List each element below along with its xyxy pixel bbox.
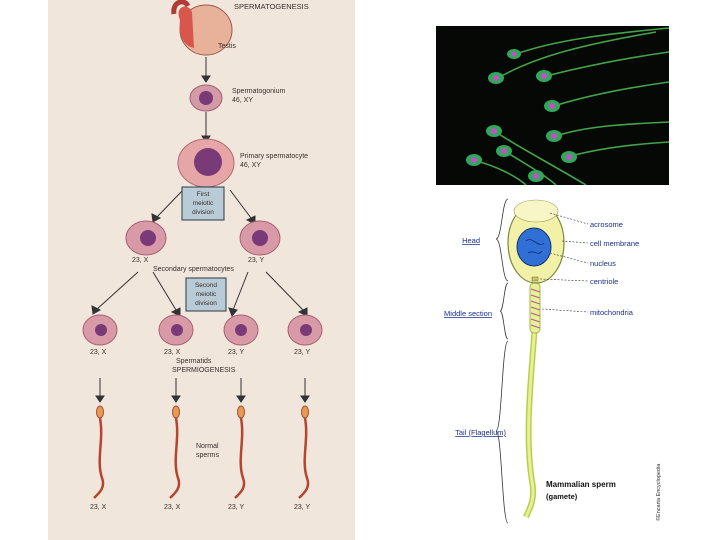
label-nucleus: nucleus xyxy=(590,259,616,268)
label-spermatid-2: 23, X xyxy=(164,349,181,356)
sperm-head xyxy=(528,170,544,182)
label-testis: Testis xyxy=(218,43,236,50)
label-sperm-4: 23, Y xyxy=(294,504,311,511)
label-spermatid-3: 23, Y xyxy=(228,349,245,356)
spermatogenesis-diagram: SPERMATOGENESIS Testis Spermatogonium 46… xyxy=(48,0,355,540)
mature-sperm xyxy=(93,405,105,499)
label-primary-karyotype: 46, XY xyxy=(240,162,261,169)
label-primary-spermatocyte: Primary spermatocyte xyxy=(240,153,308,160)
mature-sperm xyxy=(298,405,310,499)
sperm-nucleus xyxy=(516,227,552,267)
label-spermiogenesis: SPERMIOGENESIS xyxy=(172,367,236,374)
label-spermatogonium-karyotype: 46, XY xyxy=(232,97,253,104)
svg-text:meiotic: meiotic xyxy=(193,200,214,207)
label-secondary-y: 23, Y xyxy=(248,257,265,264)
label-spermatid-4: 23, Y xyxy=(294,349,311,356)
label-acrosome: acrosome xyxy=(590,220,623,229)
sperm-head xyxy=(486,125,502,137)
svg-text:division: division xyxy=(195,300,217,307)
spermatid-cell xyxy=(223,314,259,346)
sperm-structure-diagram: Head Middle section Tail (Flagellum) acr… xyxy=(428,191,668,528)
sperm-head xyxy=(507,49,521,59)
sperm-head xyxy=(466,154,482,166)
sperm-micrograph xyxy=(436,26,669,185)
title-spermatogenesis: SPERMATOGENESIS xyxy=(234,2,309,11)
label-normal: Normal xyxy=(196,443,219,450)
spermatogonium-cell xyxy=(189,84,223,112)
sperm-head xyxy=(561,151,577,163)
second-meiotic-division-box: Second meiotic division xyxy=(185,277,227,312)
spermatid-cell xyxy=(82,314,118,346)
caption-title: Mammalian sperm xyxy=(546,480,616,489)
sperm-head xyxy=(488,72,504,84)
spermatid-cell xyxy=(287,314,323,346)
secondary-spermatocyte-cell xyxy=(125,220,167,256)
label-sperm-1: 23, X xyxy=(90,504,107,511)
spermatid-cell xyxy=(158,314,194,346)
label-tail: Tail (Flagellum) xyxy=(455,428,506,437)
svg-text:First: First xyxy=(197,191,210,198)
mature-sperm xyxy=(234,405,246,499)
label-mitochondria: mitochondria xyxy=(590,308,634,317)
sperm-head xyxy=(546,130,562,142)
first-meiotic-division-box: First meiotic division xyxy=(181,186,225,221)
label-spermatids: Spermatids xyxy=(176,358,212,365)
centriole xyxy=(531,276,539,282)
primary-spermatocyte-cell xyxy=(177,138,235,188)
svg-text:division: division xyxy=(192,209,214,216)
caption-subtitle: (gamete) xyxy=(546,492,578,501)
label-spermatid-1: 23, X xyxy=(90,349,107,356)
label-secondary-x: 23, X xyxy=(132,257,149,264)
secondary-spermatocyte-cell xyxy=(239,220,281,256)
mitochondria-coil xyxy=(530,288,541,329)
svg-text:meiotic: meiotic xyxy=(196,291,217,298)
label-centriole: centriole xyxy=(590,277,618,286)
label-head: Head xyxy=(462,236,480,245)
label-sperm-2: 23, X xyxy=(164,504,181,511)
label-spermatogonium: Spermatogonium xyxy=(232,88,285,95)
mature-sperm xyxy=(169,405,181,499)
credit-text: ©Encarta Encyclopedia xyxy=(655,463,662,521)
sperm-head xyxy=(544,100,560,112)
label-sperm-3: 23, Y xyxy=(228,504,245,511)
label-sperms: sperms xyxy=(196,452,219,459)
sperm-head xyxy=(536,70,552,82)
testis-illustration xyxy=(171,0,233,56)
label-cell-membrane: cell membrane xyxy=(590,239,639,248)
label-middle-section: Middle section xyxy=(444,309,492,318)
label-secondary-spermatocytes: Secondary spermatocytes xyxy=(153,266,234,273)
svg-text:Second: Second xyxy=(195,282,217,289)
sperm-head xyxy=(496,145,512,157)
